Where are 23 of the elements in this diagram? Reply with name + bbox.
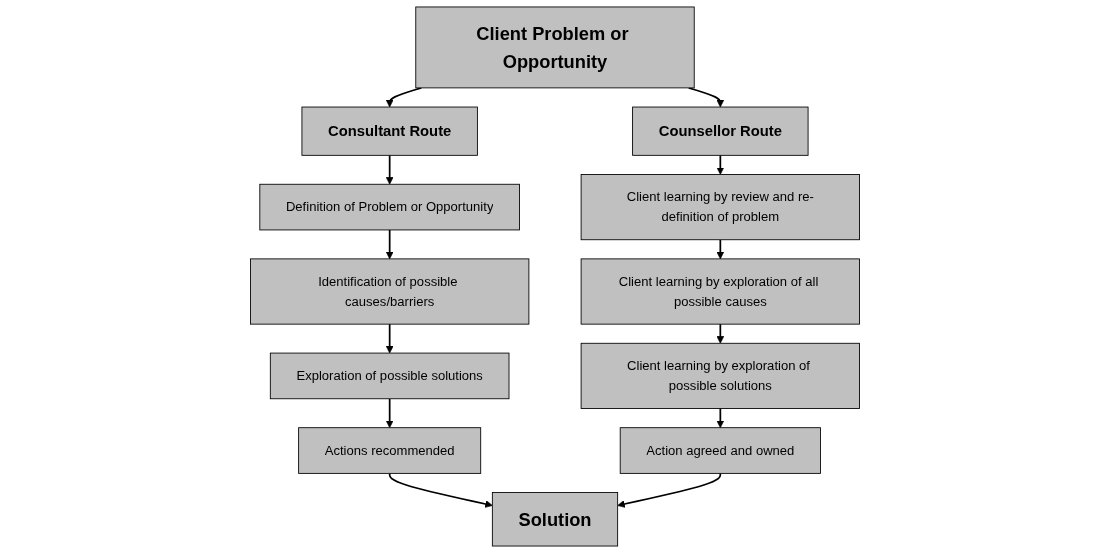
arrow xyxy=(385,87,422,108)
node-box: Client Problem or Opportunity xyxy=(414,6,695,89)
arrow xyxy=(385,397,393,429)
arrow xyxy=(716,238,724,260)
node-box: Client learning by exploration of possible solutions xyxy=(580,342,860,409)
arrow xyxy=(385,323,393,354)
node-box: Client learning by exploration of all possible causes xyxy=(580,258,860,325)
node-box: Identification of possible causes/barriers xyxy=(249,258,529,325)
node-box: Actions recommended xyxy=(297,427,481,474)
arrow xyxy=(388,472,493,508)
arrow xyxy=(716,407,724,429)
node-box: Definition of Problem or Opportunity xyxy=(258,183,520,231)
node-box: Solution xyxy=(491,492,618,547)
node-box: Client learning by review and re-definition of problem xyxy=(580,174,860,241)
node-box: Counsellor Route xyxy=(631,106,808,156)
arrow xyxy=(716,154,724,175)
arrow xyxy=(385,229,393,260)
node-box: Exploration of possible solutions xyxy=(269,352,509,400)
arrow xyxy=(385,154,393,185)
arrow xyxy=(616,472,721,508)
arrow xyxy=(716,323,724,344)
node-box: Action agreed and owned xyxy=(619,427,821,474)
node-box: Consultant Route xyxy=(301,106,478,156)
